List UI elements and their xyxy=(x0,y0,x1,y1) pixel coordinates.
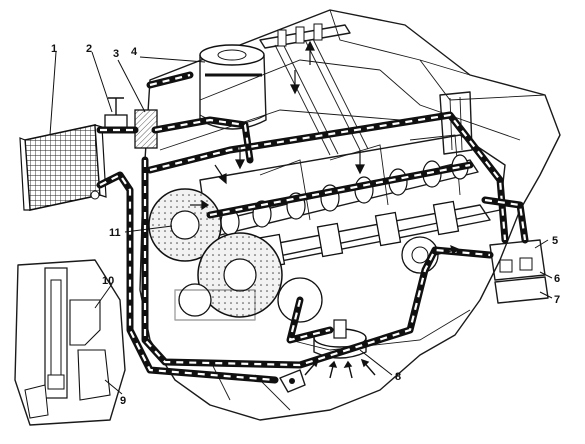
callout-3: 3 xyxy=(113,48,119,60)
callout-11: 11 xyxy=(109,227,121,239)
drain-plug xyxy=(279,369,306,393)
callout-7: 7 xyxy=(554,294,560,306)
callout-5: 5 xyxy=(552,235,558,247)
inset-cutaway xyxy=(14,259,126,426)
callout-9: 9 xyxy=(120,395,126,407)
callout-4: 4 xyxy=(131,46,138,58)
oil-filter xyxy=(199,44,267,130)
callout-8: 8 xyxy=(395,371,401,383)
callout-labels: 1 2 3 4 5 6 7 8 9 10 11 xyxy=(51,43,560,407)
oil-passages xyxy=(96,71,529,384)
camshaft xyxy=(199,154,479,239)
oil-pump-assembly xyxy=(489,239,549,304)
callout-10: 10 xyxy=(102,275,114,287)
leader-lines xyxy=(49,51,553,395)
cooler-valve xyxy=(104,97,128,132)
callout-2: 2 xyxy=(86,43,92,55)
callout-6: 6 xyxy=(554,273,560,285)
oil-cooler xyxy=(19,124,107,211)
rear-rocker-post xyxy=(439,91,473,155)
callout-1: 1 xyxy=(51,43,57,55)
flow-arrows xyxy=(190,40,460,256)
